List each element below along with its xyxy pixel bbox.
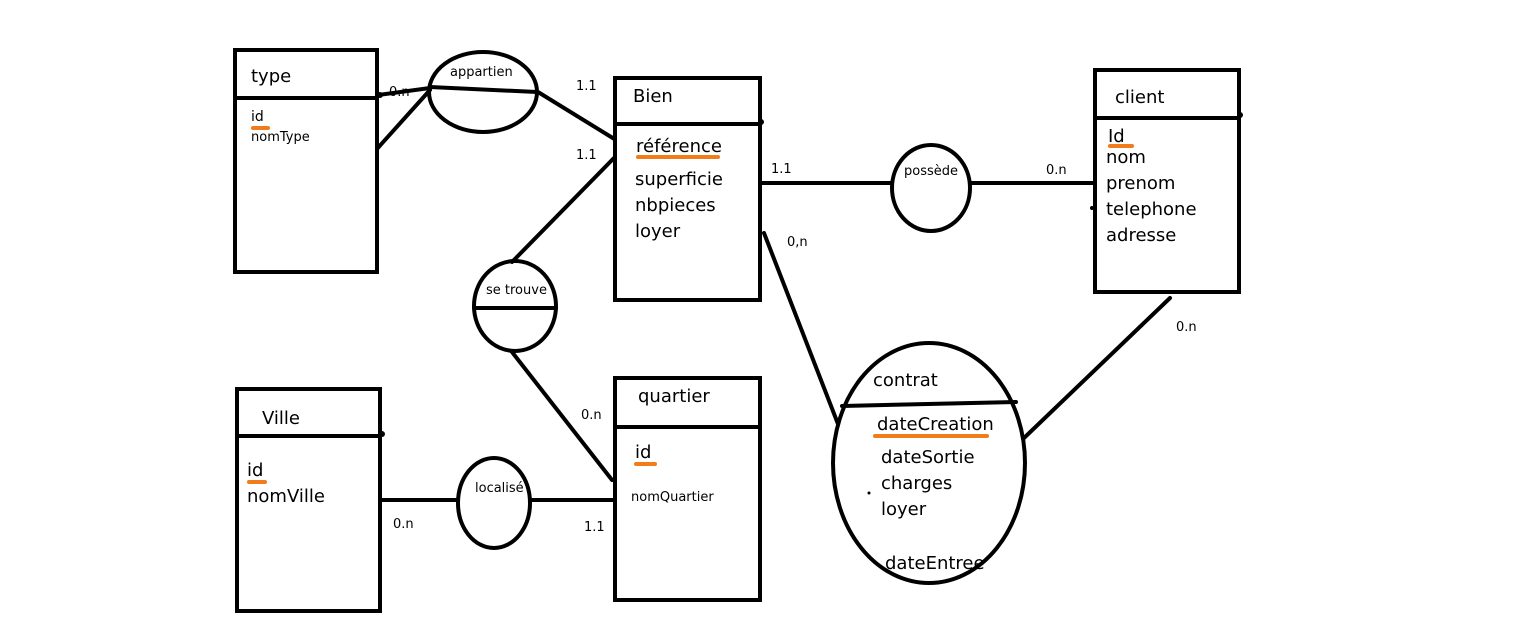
link-bien-setrouve [510,156,616,264]
key-underline [251,126,270,130]
entity-client-attr-id: Id [1108,126,1125,147]
link-bien-contrat [762,231,840,426]
cardinality-bien-possede: 1.1 [771,162,792,177]
entity-ville-title: Ville [262,408,300,429]
assoc-appartien-label: appartien [450,65,513,80]
entity-bien-attr-loyer: loyer [635,221,681,242]
entity-type-title: type [251,66,292,87]
key-underline [247,480,267,484]
link-type-appartien-bottom [374,88,432,152]
assoc-setrouve-label: se trouve [486,283,547,298]
assoc-contrat-attr-dateentree: dateEntree [885,553,985,574]
dot [867,491,871,495]
link-client-contrat [1022,296,1172,440]
entity-client-attr-nom: nom [1106,147,1146,168]
entity-client-title: client [1115,87,1165,108]
entity-quartier-title: quartier [638,386,710,407]
entity-bien-attr-nbpieces: nbpieces [635,195,716,216]
cardinality-bien-contrat: 0,n [787,235,808,250]
cardinality-type-appartien: 0.n [389,85,410,100]
cardinality-quartier-localise: 1.1 [584,520,605,535]
entity-quartier-attr-id: id [635,442,652,463]
entity-quartier[interactable] [613,376,762,602]
assoc-possede-ellipse [890,143,972,233]
entity-ville-attr-nomville: nomVille [247,486,325,507]
entity-quartier-attr-nomquartier: nomQuartier [631,490,714,505]
key-underline [634,462,657,466]
entity-ville-attr-id: id [247,460,264,481]
link-setrouve-quartier [510,350,614,482]
key-underline [873,434,989,438]
assoc-contrat-attr-charges: charges [881,473,953,494]
assoc-contrat-divider [840,400,1018,408]
entity-bien-attr-superficie: superficie [635,169,723,190]
entity-type-attr-nomtype: nomType [251,130,310,145]
assoc-contrat-attr-datesortie: dateSortie [881,447,975,468]
key-underline [636,155,720,159]
assoc-contrat-title: contrat [873,370,938,391]
cardinality-client-possede: 0.n [1046,163,1067,178]
entity-type-attr-id: id [251,109,264,125]
cardinality-quartier-setrouve: 0.n [581,408,602,423]
assoc-contrat-ellipse [831,341,1027,585]
cardinality-bien-setrouve: 1.1 [576,148,597,163]
entity-client-attr-adresse: adresse [1106,225,1177,246]
entity-ville[interactable] [235,387,382,613]
entity-client-attr-prenom: prenom [1106,173,1176,194]
cardinality-ville-localise: 0.n [393,517,414,532]
entity-bien[interactable] [613,76,762,302]
entity-client[interactable] [1093,68,1241,294]
entity-bien-attr-reference: référence [636,136,722,157]
cardinality-client-contrat: 0.n [1176,320,1197,335]
assoc-possede-label: possède [904,164,958,179]
link-type-appartien-top [376,86,432,97]
entity-type[interactable] [233,48,379,274]
assoc-contrat-attr-loyer: loyer [881,499,927,520]
assoc-localise-label: localisé [475,481,524,496]
key-underline [1108,144,1134,148]
assoc-contrat-attr-datecreation: dateCreation [877,414,994,435]
entity-bien-title: Bien [633,86,673,107]
entity-client-attr-telephone: telephone [1106,199,1197,220]
assoc-appartien-divider [428,85,539,94]
assoc-localise-ellipse [456,456,532,550]
cardinality-bien-appartien: 1.1 [576,79,597,94]
link-appartien-bien [536,90,618,142]
